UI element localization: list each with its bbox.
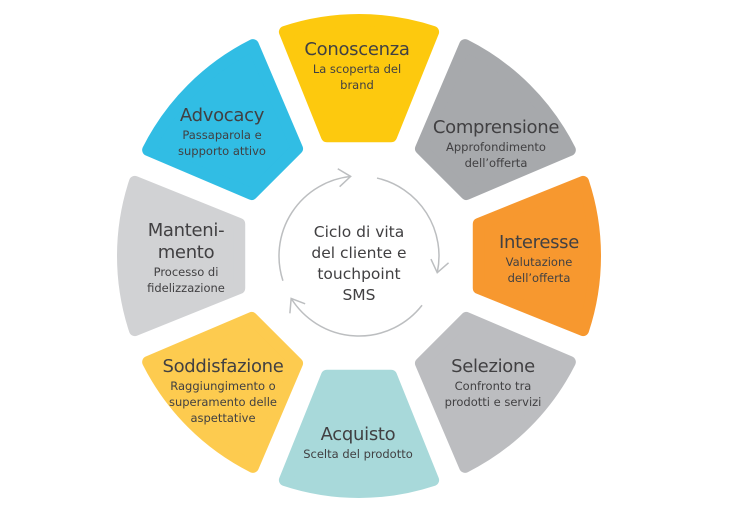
segment-acquisto (278, 369, 440, 498)
segment-conoscenza (278, 14, 440, 143)
segment-mantenimento (117, 175, 246, 337)
segment-subtitle: fidelizzazione (147, 281, 225, 295)
segment-subtitle: prodotti e servizi (444, 395, 542, 409)
segment-label-interesse: Interesse Valutazione dell’offerta (499, 232, 579, 286)
segment-comprensione (415, 39, 576, 200)
segment-title: Interesse (498, 232, 580, 253)
segment-advocacy (142, 39, 303, 200)
segment-subtitle: brand (340, 78, 374, 92)
segment-subtitle: Approfondimento (446, 140, 546, 154)
segment-subtitle: Passaparola e (182, 128, 262, 142)
segment-soddisfazione (142, 312, 303, 473)
segment-subtitle: superamento delle (168, 395, 278, 409)
segment-title: Manteni- (147, 220, 225, 241)
segment-subtitle: dell’offerta (464, 156, 528, 170)
segment-label-acquisto: Acquisto Scelta del prodotto (303, 424, 413, 462)
center-line: touchpoint (317, 265, 401, 283)
segment-title: Conoscenza (304, 39, 410, 60)
center-line: Ciclo di vita (313, 223, 405, 241)
segment-title: mento (157, 242, 215, 263)
segment-label-conoscenza: Conoscenza La scoperta del brand (304, 39, 410, 93)
center-line: del cliente e (311, 244, 407, 262)
segment-subtitle: dell’offerta (507, 271, 571, 285)
cycle-arrow-icon (376, 177, 450, 274)
segment-label-comprensione: Comprensione Approfondimento dell’offert… (432, 117, 560, 171)
segment-subtitle: La scoperta del (312, 62, 402, 76)
segment-label-mantenimento: Manteni- mento Processo di fidelizzazion… (147, 220, 225, 296)
segment-title: Advocacy (179, 105, 265, 126)
cycle-arrow-icon (289, 297, 423, 337)
segment-title: Selezione (451, 356, 535, 377)
segment-subtitle: aspettative (190, 411, 256, 425)
segment-label-selezione: Selezione Confronto tra prodotti e servi… (445, 356, 542, 410)
center-label: Ciclo di vita del cliente e touchpoint S… (311, 222, 406, 306)
segment-subtitle: supporto attivo (178, 144, 266, 158)
center-line: SMS (342, 286, 376, 304)
segment-subtitle: Scelta del prodotto (303, 447, 413, 461)
segment-title: Acquisto (320, 424, 396, 445)
segment-title: Soddisfazione (162, 356, 284, 377)
segment-selezione (415, 312, 576, 473)
segment-label-soddisfazione: Soddisfazione Raggiungimento o superamen… (162, 356, 283, 426)
cycle-arrow-icon (278, 168, 352, 281)
segment-subtitle: Valutazione (505, 255, 573, 269)
segment-subtitle: Confronto tra (454, 379, 532, 393)
segment-subtitle: Processo di (153, 265, 219, 279)
segment-interesse (472, 175, 601, 337)
segment-title: Comprensione (432, 117, 560, 138)
segment-subtitle: Raggiungimento o (170, 379, 276, 393)
segment-label-advocacy: Advocacy Passaparola e supporto attivo (178, 105, 266, 159)
